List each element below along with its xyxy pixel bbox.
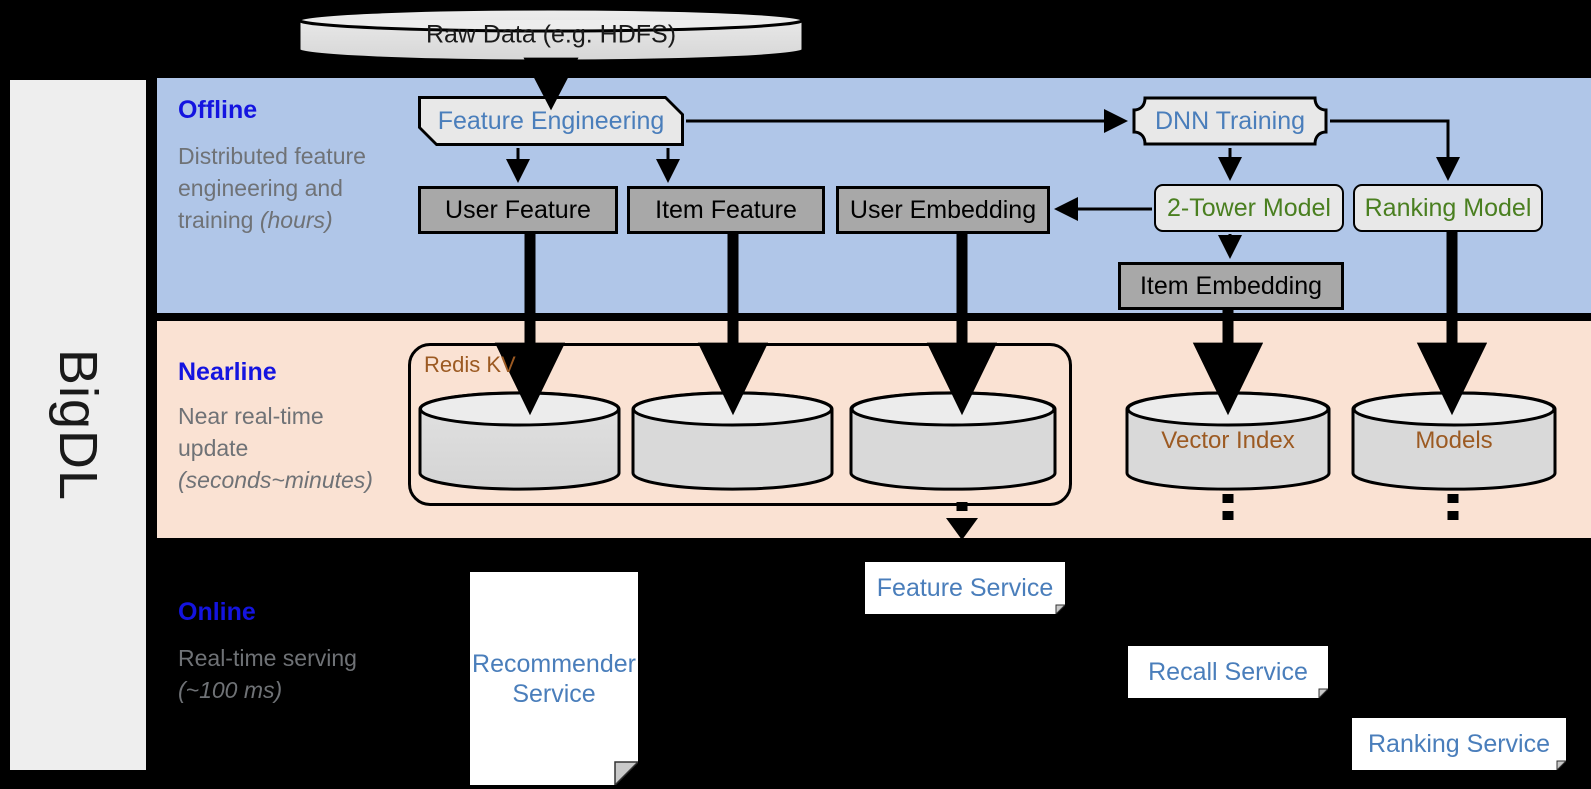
dnn-training-label: DNN Training (1154, 106, 1306, 135)
recall-service-note[interactable]: Recall Service (1128, 646, 1328, 698)
vector-index-label: Vector Index (1161, 427, 1295, 454)
stage-title-online: Online (178, 598, 256, 626)
redis-store-3-cylinder[interactable] (848, 390, 1058, 492)
recommender-service-label: Recommender Service (470, 649, 638, 709)
stage-desc-offline-latency: (hours) (259, 207, 333, 233)
redis-store-2-cylinder[interactable] (630, 390, 835, 492)
bigdl-framework-panel: BigDL (8, 78, 148, 772)
dnn-training-box[interactable]: DNN Training (1132, 96, 1328, 146)
feature-service-note[interactable]: Feature Service (865, 562, 1065, 614)
redis-store-1-cylinder[interactable] (417, 390, 622, 492)
item-embedding-label: Item Embedding (1139, 271, 1323, 300)
stage-desc-nearline: Near real-time update (seconds~minutes) (178, 400, 393, 496)
stage-desc-online-latency: (~100 ms) (178, 677, 283, 703)
models-store-cylinder[interactable]: Models (1350, 390, 1558, 492)
models-store-label: Models (1415, 427, 1493, 454)
user-embedding-label: User Embedding (849, 195, 1037, 224)
bigdl-label: BigDL (48, 348, 108, 502)
stage-desc-online-text: Real-time serving (178, 645, 357, 671)
stage-desc-nearline-text: Near real-time update (178, 403, 324, 461)
raw-data-store: Raw Data (e.g. HDFS) (296, 6, 806, 64)
stage-desc-offline: Distributed feature engineering and trai… (178, 140, 393, 236)
ranking-service-label: Ranking Service (1367, 730, 1551, 758)
stage-desc-nearline-latency: (seconds~minutes) (178, 467, 373, 493)
recommender-service-line1: Recommender (472, 649, 636, 678)
user-feature-label: User Feature (445, 195, 591, 224)
vector-index-cylinder[interactable]: Vector Index (1124, 390, 1332, 492)
recall-service-label: Recall Service (1148, 658, 1308, 686)
user-feature-box[interactable]: User Feature (418, 186, 618, 234)
stage-desc-offline-text: Distributed feature engineering and trai… (178, 143, 366, 233)
recommender-service-line2: Service (512, 679, 596, 708)
two-tower-model-box[interactable]: 2-Tower Model (1154, 184, 1344, 232)
ranking-service-note[interactable]: Ranking Service (1352, 718, 1566, 770)
ranking-model-label: Ranking Model (1364, 193, 1532, 222)
stage-title-offline: Offline (178, 96, 258, 124)
feature-engineering-box[interactable]: Feature Engineering (418, 96, 684, 146)
item-feature-box[interactable]: Item Feature (627, 186, 825, 234)
user-embedding-box[interactable]: User Embedding (836, 186, 1050, 234)
feature-service-label: Feature Service (876, 574, 1054, 602)
stage-title-nearline: Nearline (178, 358, 277, 386)
item-feature-label: Item Feature (655, 195, 797, 224)
raw-data-label: Raw Data (e.g. HDFS) (425, 20, 677, 49)
ranking-model-box[interactable]: Ranking Model (1353, 184, 1543, 232)
stage-desc-online: Real-time serving (~100 ms) (178, 642, 393, 706)
item-embedding-box[interactable]: Item Embedding (1118, 262, 1344, 310)
two-tower-model-label: 2-Tower Model (1167, 193, 1331, 222)
feature-engineering-label: Feature Engineering (421, 99, 681, 143)
recommender-service-note[interactable]: Recommender Service (470, 572, 638, 785)
redis-kv-label: Redis KV (424, 352, 516, 377)
